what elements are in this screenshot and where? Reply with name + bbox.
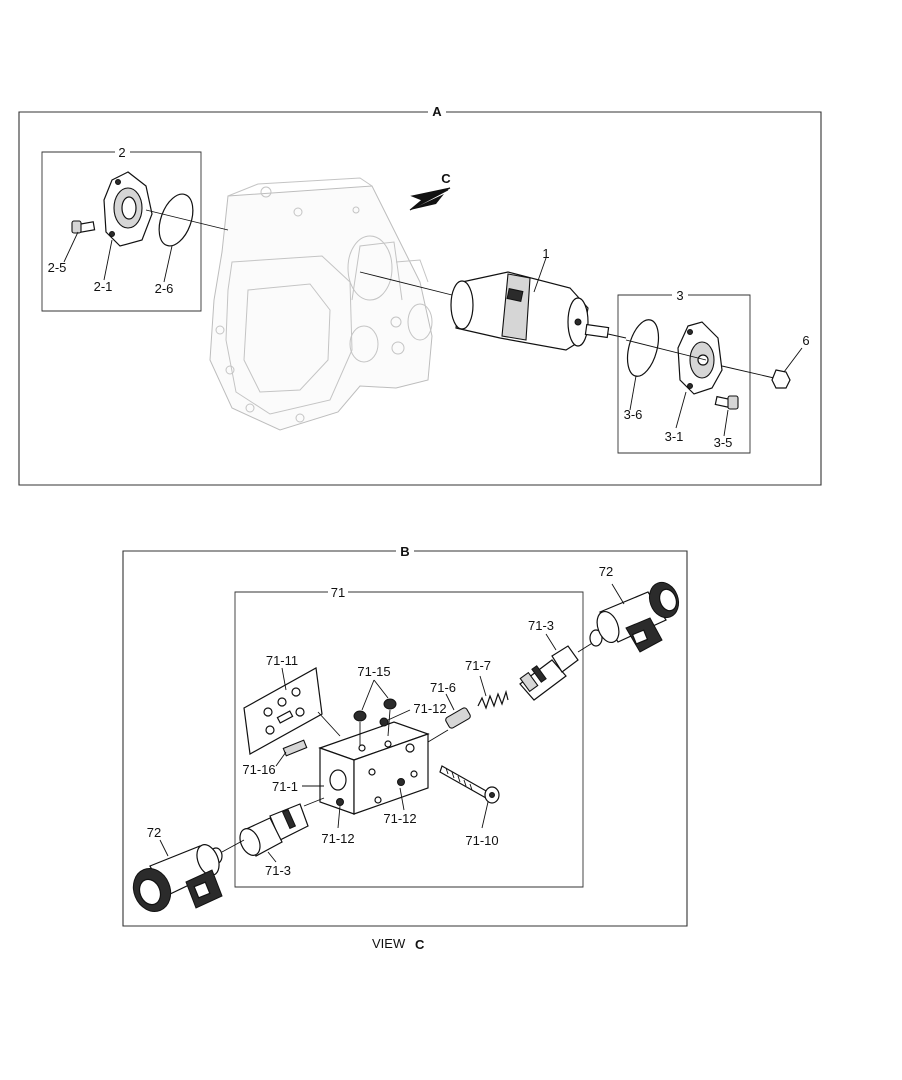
section-a: A C (18, 104, 822, 486)
label-2-1: 2-1 (94, 279, 113, 294)
o-ring-icon (158, 193, 194, 247)
label-71-12-top: 71-12 (413, 701, 446, 716)
label-group-3: 3 (676, 288, 683, 303)
plug-icon (379, 717, 389, 727)
label-71-12-bottom: 71-12 (321, 831, 354, 846)
plug-icon (353, 679, 397, 746)
label-71-6: 71-6 (430, 680, 456, 695)
label-6: 6 (802, 333, 809, 348)
hex-nut-icon: 6 (721, 333, 810, 389)
spool-icon (427, 693, 471, 743)
view-c-arrow-label: C (441, 171, 451, 186)
label-71-16: 71-16 (242, 762, 275, 777)
o-ring-icon (626, 319, 660, 377)
dowel-pin-icon (275, 739, 308, 767)
label-71-3-top: 71-3 (528, 618, 554, 633)
label-group-2: 2 (118, 145, 125, 160)
cartridge-valve-icon (519, 633, 579, 701)
valve-block-icon (318, 721, 430, 815)
hydraulic-pump-body-icon (209, 177, 433, 431)
cartridge-valve-icon (239, 797, 325, 863)
socket-bolt-icon (714, 395, 739, 410)
view-caption-letter: C (415, 937, 425, 952)
label-1: 1 (542, 246, 549, 261)
section-b: B 71 71-11 (122, 544, 688, 952)
cover-plate-icon (103, 171, 153, 247)
solenoid-valve-icon (132, 839, 245, 912)
label-71-15: 71-15 (357, 664, 390, 679)
label-3-5: 3-5 (714, 435, 733, 450)
label-72-top: 72 (599, 564, 613, 579)
socket-bolt-icon (439, 765, 500, 829)
label-71-11: 71-11 (266, 653, 298, 668)
solenoid-valve-icon (577, 581, 680, 653)
label-3-1: 3-1 (665, 429, 684, 444)
label-71-12-right: 71-12 (383, 811, 416, 826)
regulator-cylinder-icon: 1 (359, 246, 627, 351)
spring-icon (477, 675, 509, 710)
group-3: 3 3-6 3-1 3-5 (617, 288, 751, 454)
label-2-5: 2-5 (48, 260, 67, 275)
view-c-arrow: C (409, 171, 451, 211)
label-71-7: 71-7 (465, 658, 491, 673)
label-3-6: 3-6 (624, 407, 643, 422)
label-71-3-bottom: 71-3 (265, 863, 291, 878)
socket-bolt-icon (71, 220, 96, 234)
gasket-icon (243, 667, 341, 755)
label-2-6: 2-6 (155, 281, 174, 296)
cover-plate-icon (677, 321, 723, 395)
label-72-bottom: 72 (147, 825, 161, 840)
section-b-title: B (400, 544, 409, 559)
label-71-1: 71-1 (272, 779, 298, 794)
label-group-71: 71 (331, 585, 345, 600)
group-2: 2 2-5 2-1 2-6 (41, 145, 229, 312)
view-caption-word: VIEW (372, 936, 406, 951)
section-a-title: A (432, 104, 442, 119)
label-71-10: 71-10 (465, 833, 498, 848)
